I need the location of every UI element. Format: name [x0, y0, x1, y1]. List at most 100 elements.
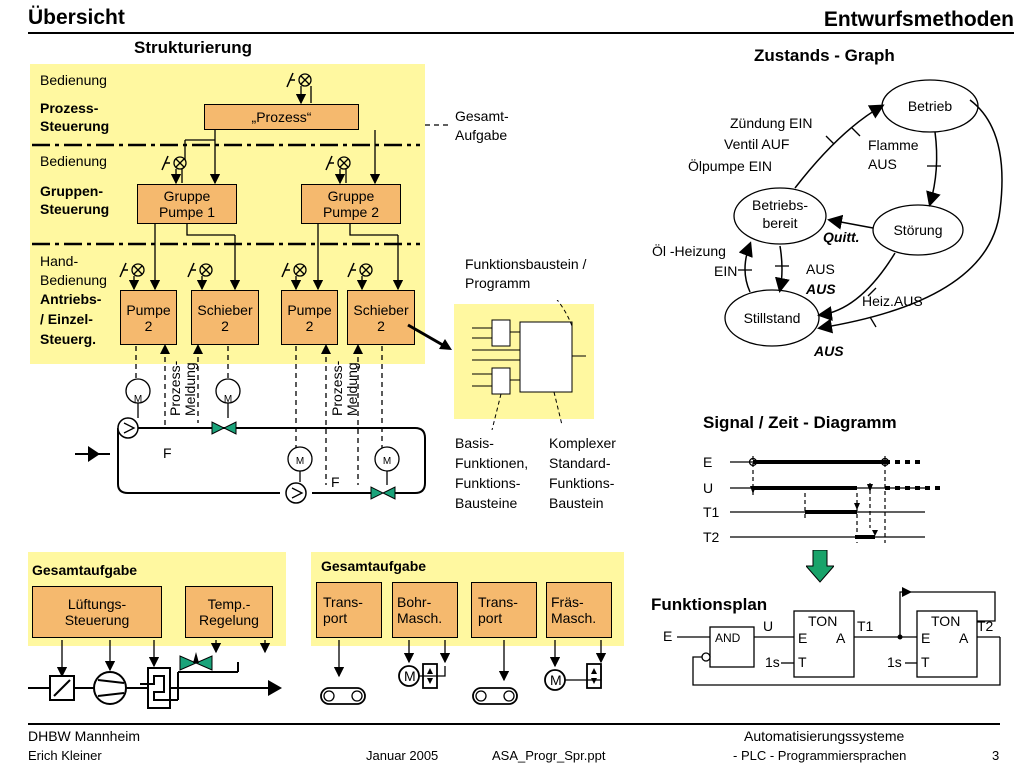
fup-title: Funktionsplan [651, 595, 768, 614]
fup-e: E [663, 628, 672, 644]
fup-t1: T1 [857, 618, 874, 634]
gruppe-pumpe-2-line1: Gruppe [327, 188, 375, 204]
fb-komplex-1: Komplexer [549, 435, 616, 451]
bohr-line2: Masch. [397, 610, 443, 626]
signal-row-t1: T1 [703, 504, 720, 520]
lueftung-box: Lüftungs- Steuerung [32, 586, 162, 638]
gruppen-steuerung-label-2: Steuerung [40, 201, 110, 217]
schieber-2b-line2: 2 [377, 317, 385, 334]
gruppe-pumpe-2-line2: Pumpe 2 [322, 204, 380, 220]
pumpe-2b-box: Pumpe 2 [281, 290, 338, 345]
signal-row-e: E [703, 454, 713, 470]
schieber-2a-line1: Schieber [197, 301, 253, 318]
green-down-arrow-icon [806, 550, 834, 583]
flow-label: F [331, 474, 340, 490]
gesamt-aufgabe-1: Gesamt- [455, 108, 509, 124]
transport-2-line1: Trans- [478, 594, 518, 610]
gesamt-left-title: Gesamtaufgabe [32, 562, 138, 578]
strukturierung-title: Strukturierung [134, 38, 253, 57]
footer-page: 3 [992, 748, 1000, 763]
signal-diagram [730, 456, 940, 543]
gruppe-pumpe-2-box: Gruppe Pumpe 2 [301, 184, 401, 224]
flow-label: F [163, 445, 172, 461]
fb-komplex-2: Standard- [549, 455, 611, 471]
ton-2-e: E [921, 630, 930, 646]
hand-bedienung-label-1: Hand- [40, 253, 79, 269]
label-quitt: Quitt. [823, 229, 860, 245]
temp-line1: Temp.- [207, 596, 251, 612]
label-heizaus: Heiz.AUS [862, 293, 923, 309]
prozess-steuerung-label-2: Steuerung [40, 118, 110, 134]
fb-title-1: Funktionsbaustein / [465, 256, 587, 272]
zustand-graph: Betrieb Betriebs- bereit Störung Stillst… [652, 79, 1003, 359]
fb-basis-1: Basis- [455, 435, 494, 451]
footer-file: ASA_Progr_Spr.ppt [492, 748, 606, 763]
bohr-masch-box: Bohr- Masch. [392, 582, 458, 638]
bohr-line1: Bohr- [397, 594, 432, 610]
fb-basis-3: Funktions- [455, 475, 521, 491]
state-betrieb: Betrieb [908, 98, 953, 114]
gruppe-pumpe-1-line1: Gruppe [163, 188, 211, 204]
fb-title-2: Programm [465, 275, 531, 291]
transport-1-line1: Trans- [323, 594, 363, 610]
footer-author: Erich Kleiner [28, 748, 102, 763]
schieber-2b-line1: Schieber [353, 301, 409, 318]
gruppe-pumpe-1-box: Gruppe Pumpe 1 [137, 184, 237, 224]
state-bereit-2: bereit [762, 215, 797, 231]
ton-1-t: T [798, 654, 807, 670]
footer-rule [28, 723, 1000, 725]
label-oelheizung-2: EIN [714, 263, 737, 279]
fb-komplex: Komplexer Standard- Funktions- Baustein [549, 433, 616, 513]
gruppen-steuerung-label-1: Gruppen- [40, 183, 103, 199]
prozess-steuerung-label-1: Prozess- [40, 100, 99, 116]
operator-icon [119, 262, 145, 278]
bedienung-label-2: Bedienung [40, 153, 107, 169]
prozess-box: „Prozess“ [204, 104, 359, 130]
antriebs-label-1: Antriebs- [40, 291, 102, 307]
label-aus: AUS [806, 261, 835, 277]
label-flamme-1: Flamme [868, 137, 919, 153]
operator-icon [286, 72, 312, 88]
state-stoerung: Störung [893, 222, 942, 238]
page-title-left: Übersicht [28, 6, 125, 29]
gesamt-left-plant [28, 640, 282, 709]
lueftung-line2: Steuerung [64, 612, 130, 628]
fraes-masch-box: Fräs- Masch. [546, 582, 612, 638]
hand-bedienung-label-2: Bedienung [40, 272, 107, 288]
ton-2-title: TON [931, 613, 960, 629]
operator-icon [325, 155, 351, 171]
schieber-2b-box: Schieber 2 [347, 290, 415, 345]
signal-row-t2: T2 [703, 529, 720, 545]
transport-2-box: Trans- port [471, 582, 537, 638]
footer-org: DHBW Mannheim [28, 728, 141, 744]
fup-t2: T2 [977, 618, 994, 634]
ton-1-time: 1s [765, 654, 780, 670]
antriebs-label-2: / Einzel- [40, 311, 93, 327]
label-zuendung: Zündung EIN [730, 115, 813, 131]
page-title-right: Entwurfsmethoden [823, 8, 1014, 31]
fup-diagram: E U T1 T2 TON TON E A T E A T 1s 1s AND [663, 587, 1001, 686]
motor-label: M [550, 672, 562, 688]
struktur-diagram: M M M M F F [32, 72, 452, 504]
label-flamme-2: AUS [868, 156, 897, 172]
ton-1-title: TON [808, 613, 837, 629]
gesamt-aufgabe-2: Aufgabe [455, 127, 508, 143]
temp-box: Temp.- Regelung [185, 586, 273, 638]
footer-date: Januar 2005 [366, 748, 439, 763]
motor-label: M [134, 394, 142, 405]
fb-basis-4: Bausteine [455, 495, 518, 511]
motor-label: M [383, 456, 391, 467]
gruppe-pumpe-1-line2: Pumpe 1 [158, 204, 216, 220]
fraes-line2: Masch. [551, 610, 597, 626]
operator-icon [161, 155, 187, 171]
ton-2-t: T [921, 654, 930, 670]
fup-u: U [763, 618, 773, 634]
transport-2-line2: port [478, 610, 503, 626]
and-gate-label: AND [715, 631, 741, 645]
pumpe-2b-line1: Pumpe [287, 301, 332, 318]
fraes-line1: Fräs- [551, 594, 584, 610]
motor-label: M [296, 456, 304, 467]
antriebs-label-3: Steuerg. [40, 331, 97, 347]
fb-diagram [472, 300, 586, 430]
footer-subtitle: - PLC - Programmiersprachen [733, 748, 907, 763]
